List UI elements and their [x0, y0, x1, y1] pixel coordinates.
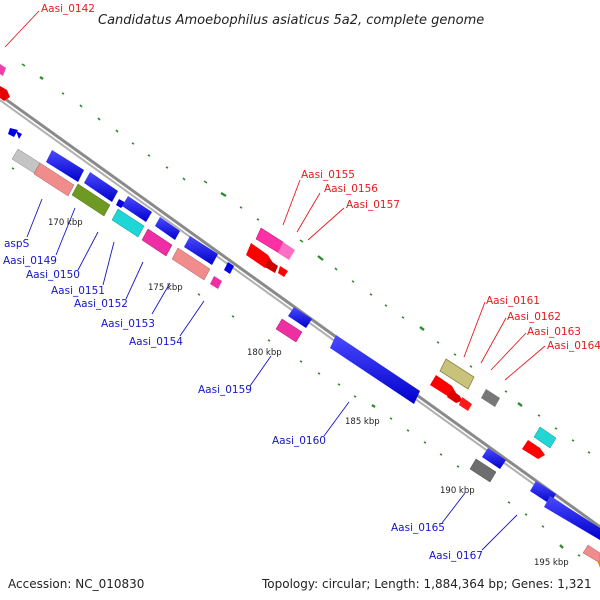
gene-label[interactable]: Aasi_0154 [129, 336, 183, 348]
gene-blue-0149b[interactable] [84, 172, 118, 202]
tick-label: 170 kbp [48, 218, 83, 228]
gene-orange-edge[interactable] [597, 560, 600, 568]
gene-label[interactable]: Aasi_0149 [3, 255, 57, 267]
red-label-leaders [4, 10, 546, 381]
gene-aasi-0161[interactable] [439, 358, 475, 390]
gene-aasi-0149[interactable] [33, 162, 75, 197]
gene-label[interactable]: Aasi_0167 [429, 550, 483, 562]
accession-text: Accession: NC_010830 [8, 577, 144, 591]
gene-aasi-0165[interactable] [469, 458, 497, 483]
gene-blue-0148[interactable] [46, 150, 84, 182]
gene-pink-edge[interactable] [582, 544, 600, 564]
gene-label[interactable]: Aasi_0163 [527, 326, 581, 338]
gene-label[interactable]: Aasi_0162 [507, 311, 561, 323]
gene-aasi-0163[interactable] [447, 390, 462, 403]
gene-label[interactable]: Aasi_0150 [26, 269, 80, 281]
gene-aasi-0142[interactable] [0, 64, 6, 76]
tick-label: 180 kbp [247, 348, 282, 358]
gene-red-small-1[interactable] [265, 259, 278, 273]
tick-label: 195 kbp [534, 558, 569, 568]
gene-label[interactable]: aspS [4, 238, 30, 250]
gene-label[interactable]: Aasi_0152 [74, 298, 128, 310]
gene-label[interactable]: Aasi_0156 [324, 183, 378, 195]
gene-aasi-0167[interactable] [544, 496, 600, 540]
gene-label[interactable]: Aasi_0164 [547, 340, 600, 352]
gene-aasi-0160[interactable] [330, 335, 420, 404]
gene-blue-0153a[interactable] [184, 236, 218, 265]
gene-blue-arrows-2[interactable] [16, 131, 22, 139]
gene-aasi-0164[interactable] [481, 389, 500, 407]
gene-cyan-right[interactable] [533, 426, 557, 449]
gene-blue-arrow-0150[interactable] [116, 199, 126, 208]
gene-aasi-0152[interactable] [141, 228, 173, 257]
topology-text: Topology: circular; Length: 1,884,364 bp… [261, 577, 592, 591]
gene-label[interactable]: Aasi_0160 [272, 435, 326, 447]
position-ticks: 170 kbp 175 kbp 180 kbp 185 kbp 190 kbp … [48, 218, 569, 568]
gene-blue-0158[interactable] [288, 307, 312, 328]
gene-aasi-0155[interactable] [255, 227, 284, 254]
gene-red-0143[interactable] [0, 86, 10, 101]
gene-red-right[interactable] [522, 440, 545, 459]
gene-aasi-0156[interactable] [278, 242, 295, 260]
gene-label[interactable]: Aasi_0142 [41, 3, 95, 15]
gene-asps-gray[interactable] [11, 148, 41, 174]
gene-aasi-0153[interactable] [171, 247, 211, 281]
gene-label[interactable]: Aasi_0153 [101, 318, 155, 330]
gene-blue-arrows[interactable] [8, 128, 18, 137]
gene-aasi-0162[interactable] [430, 375, 456, 397]
tick-label: 185 kbp [345, 417, 380, 427]
tick-label: 190 kbp [440, 486, 475, 496]
gene-aasi-0154[interactable] [210, 276, 222, 289]
gene-label[interactable]: Aasi_0157 [346, 199, 400, 211]
blue-label-leaders [26, 198, 518, 551]
gene-aasi-0163b[interactable] [459, 397, 472, 411]
gene-blue-0165a[interactable] [482, 448, 506, 469]
gene-label[interactable]: Aasi_0155 [301, 169, 355, 181]
gc-content-track [11, 63, 591, 557]
gene-blue-0151a[interactable] [122, 196, 152, 222]
blue-gene-labels: aspS Aasi_0149 Aasi_0150 Aasi_0151 Aasi_… [3, 238, 483, 562]
gene-label[interactable]: Aasi_0159 [198, 384, 252, 396]
tick-label: 175 kbp [148, 283, 183, 293]
gene-aasi-0157[interactable] [246, 243, 273, 268]
gene-aasi-0150[interactable] [71, 183, 111, 217]
gene-aasi-0159[interactable] [275, 318, 303, 343]
gene-aasi-0151[interactable] [111, 208, 145, 238]
map-title: Candidatus Amoebophilus asiaticus 5a2, c… [98, 13, 484, 28]
forward-strand-genes [0, 64, 557, 459]
gene-blue-0152a[interactable] [155, 217, 180, 240]
gene-blue-arrow-0153[interactable] [224, 262, 234, 274]
red-gene-labels: Aasi_0142 Aasi_0155 Aasi_0156 Aasi_0157 … [41, 3, 600, 352]
gene-red-small-2[interactable] [278, 266, 288, 277]
gene-label[interactable]: Aasi_0161 [486, 295, 540, 307]
gene-label[interactable]: Aasi_0165 [391, 522, 445, 534]
gene-label[interactable]: Aasi_0151 [51, 285, 105, 297]
reverse-strand-genes [8, 128, 600, 568]
